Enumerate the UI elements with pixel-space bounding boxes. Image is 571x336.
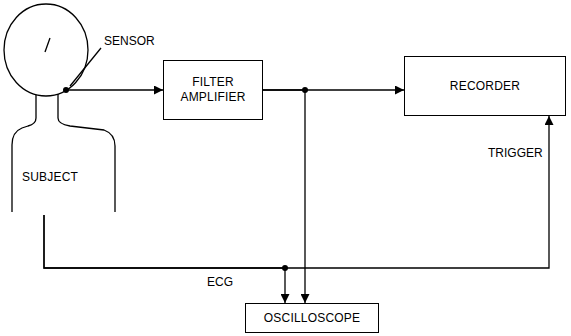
subject-label: SUBJECT (22, 170, 78, 185)
subject-figure: SUBJECT (0, 0, 130, 215)
box-label: RECORDER (450, 79, 520, 94)
process-box: OSCILLOSCOPE (245, 303, 379, 333)
signal-wire (44, 116, 549, 268)
signal-wire (66, 89, 163, 90)
box-label: OSCILLOSCOPE (264, 311, 360, 326)
signal-wire (263, 90, 305, 303)
box-label: FILTER AMPLIFIER (172, 75, 254, 105)
body-outline (12, 94, 115, 212)
sensor-label: SENSOR (102, 34, 157, 48)
ear-mark (45, 38, 50, 52)
process-box: FILTER AMPLIFIER (163, 60, 263, 120)
process-box: RECORDER (404, 56, 566, 116)
head-outline (4, 4, 88, 96)
junction-dot (282, 265, 288, 271)
signal-label: ECG (205, 275, 235, 289)
junction-dot (302, 87, 308, 93)
signal-wire (44, 215, 285, 303)
signal-label: TRIGGER (486, 146, 545, 160)
